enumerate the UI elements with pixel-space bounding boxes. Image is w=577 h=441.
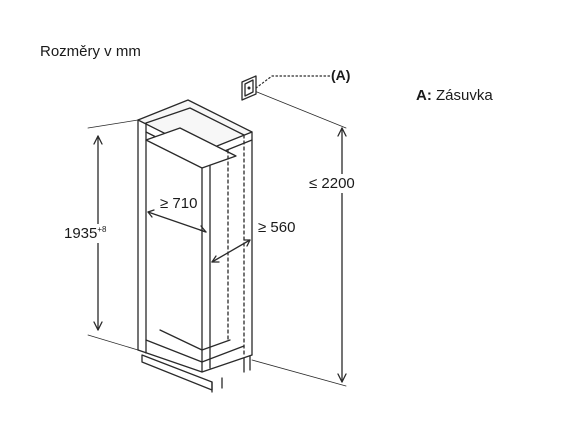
- dimension-niche-height: 1935+8: [62, 224, 109, 243]
- niche-height-value: 1935: [64, 225, 98, 242]
- dimension-total-height: ≤ 2200: [306, 174, 358, 193]
- depth-arrow: [211, 239, 251, 263]
- dimension-inner-width: ≥ 710: [158, 195, 200, 212]
- callout-marker-a: (A): [331, 67, 351, 83]
- niche-height-tolerance: +8: [97, 225, 107, 234]
- legend-value: Zásuvka: [436, 87, 493, 104]
- legend-key: A:: [416, 87, 432, 104]
- socket-icon: [241, 75, 257, 101]
- socket-leader-line: [255, 75, 331, 89]
- cabinet-frame: [137, 99, 253, 393]
- dimension-depth: ≥ 560: [258, 219, 296, 236]
- page-title: Rozměry v mm: [40, 43, 141, 60]
- legend: A: Zásuvka: [416, 88, 493, 103]
- inner-width-arrow: [147, 209, 207, 233]
- total-height-dimension: [251, 89, 347, 387]
